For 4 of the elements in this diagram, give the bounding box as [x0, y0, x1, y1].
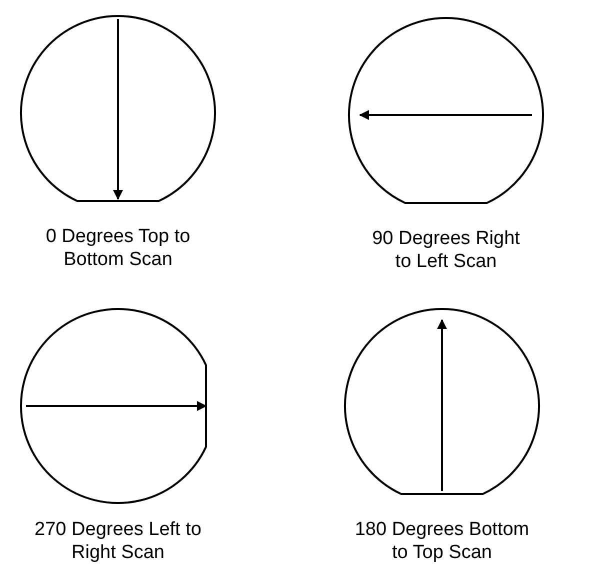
node-label: 270 Degrees Left to Right Scan: [34, 518, 202, 564]
node-label: 180 Degrees Bottom to Top Scan: [354, 518, 530, 564]
node-label: 0 Degrees Top to Bottom Scan: [44, 225, 192, 271]
node-label: 90 Degrees Right to Left Scan: [371, 227, 521, 273]
